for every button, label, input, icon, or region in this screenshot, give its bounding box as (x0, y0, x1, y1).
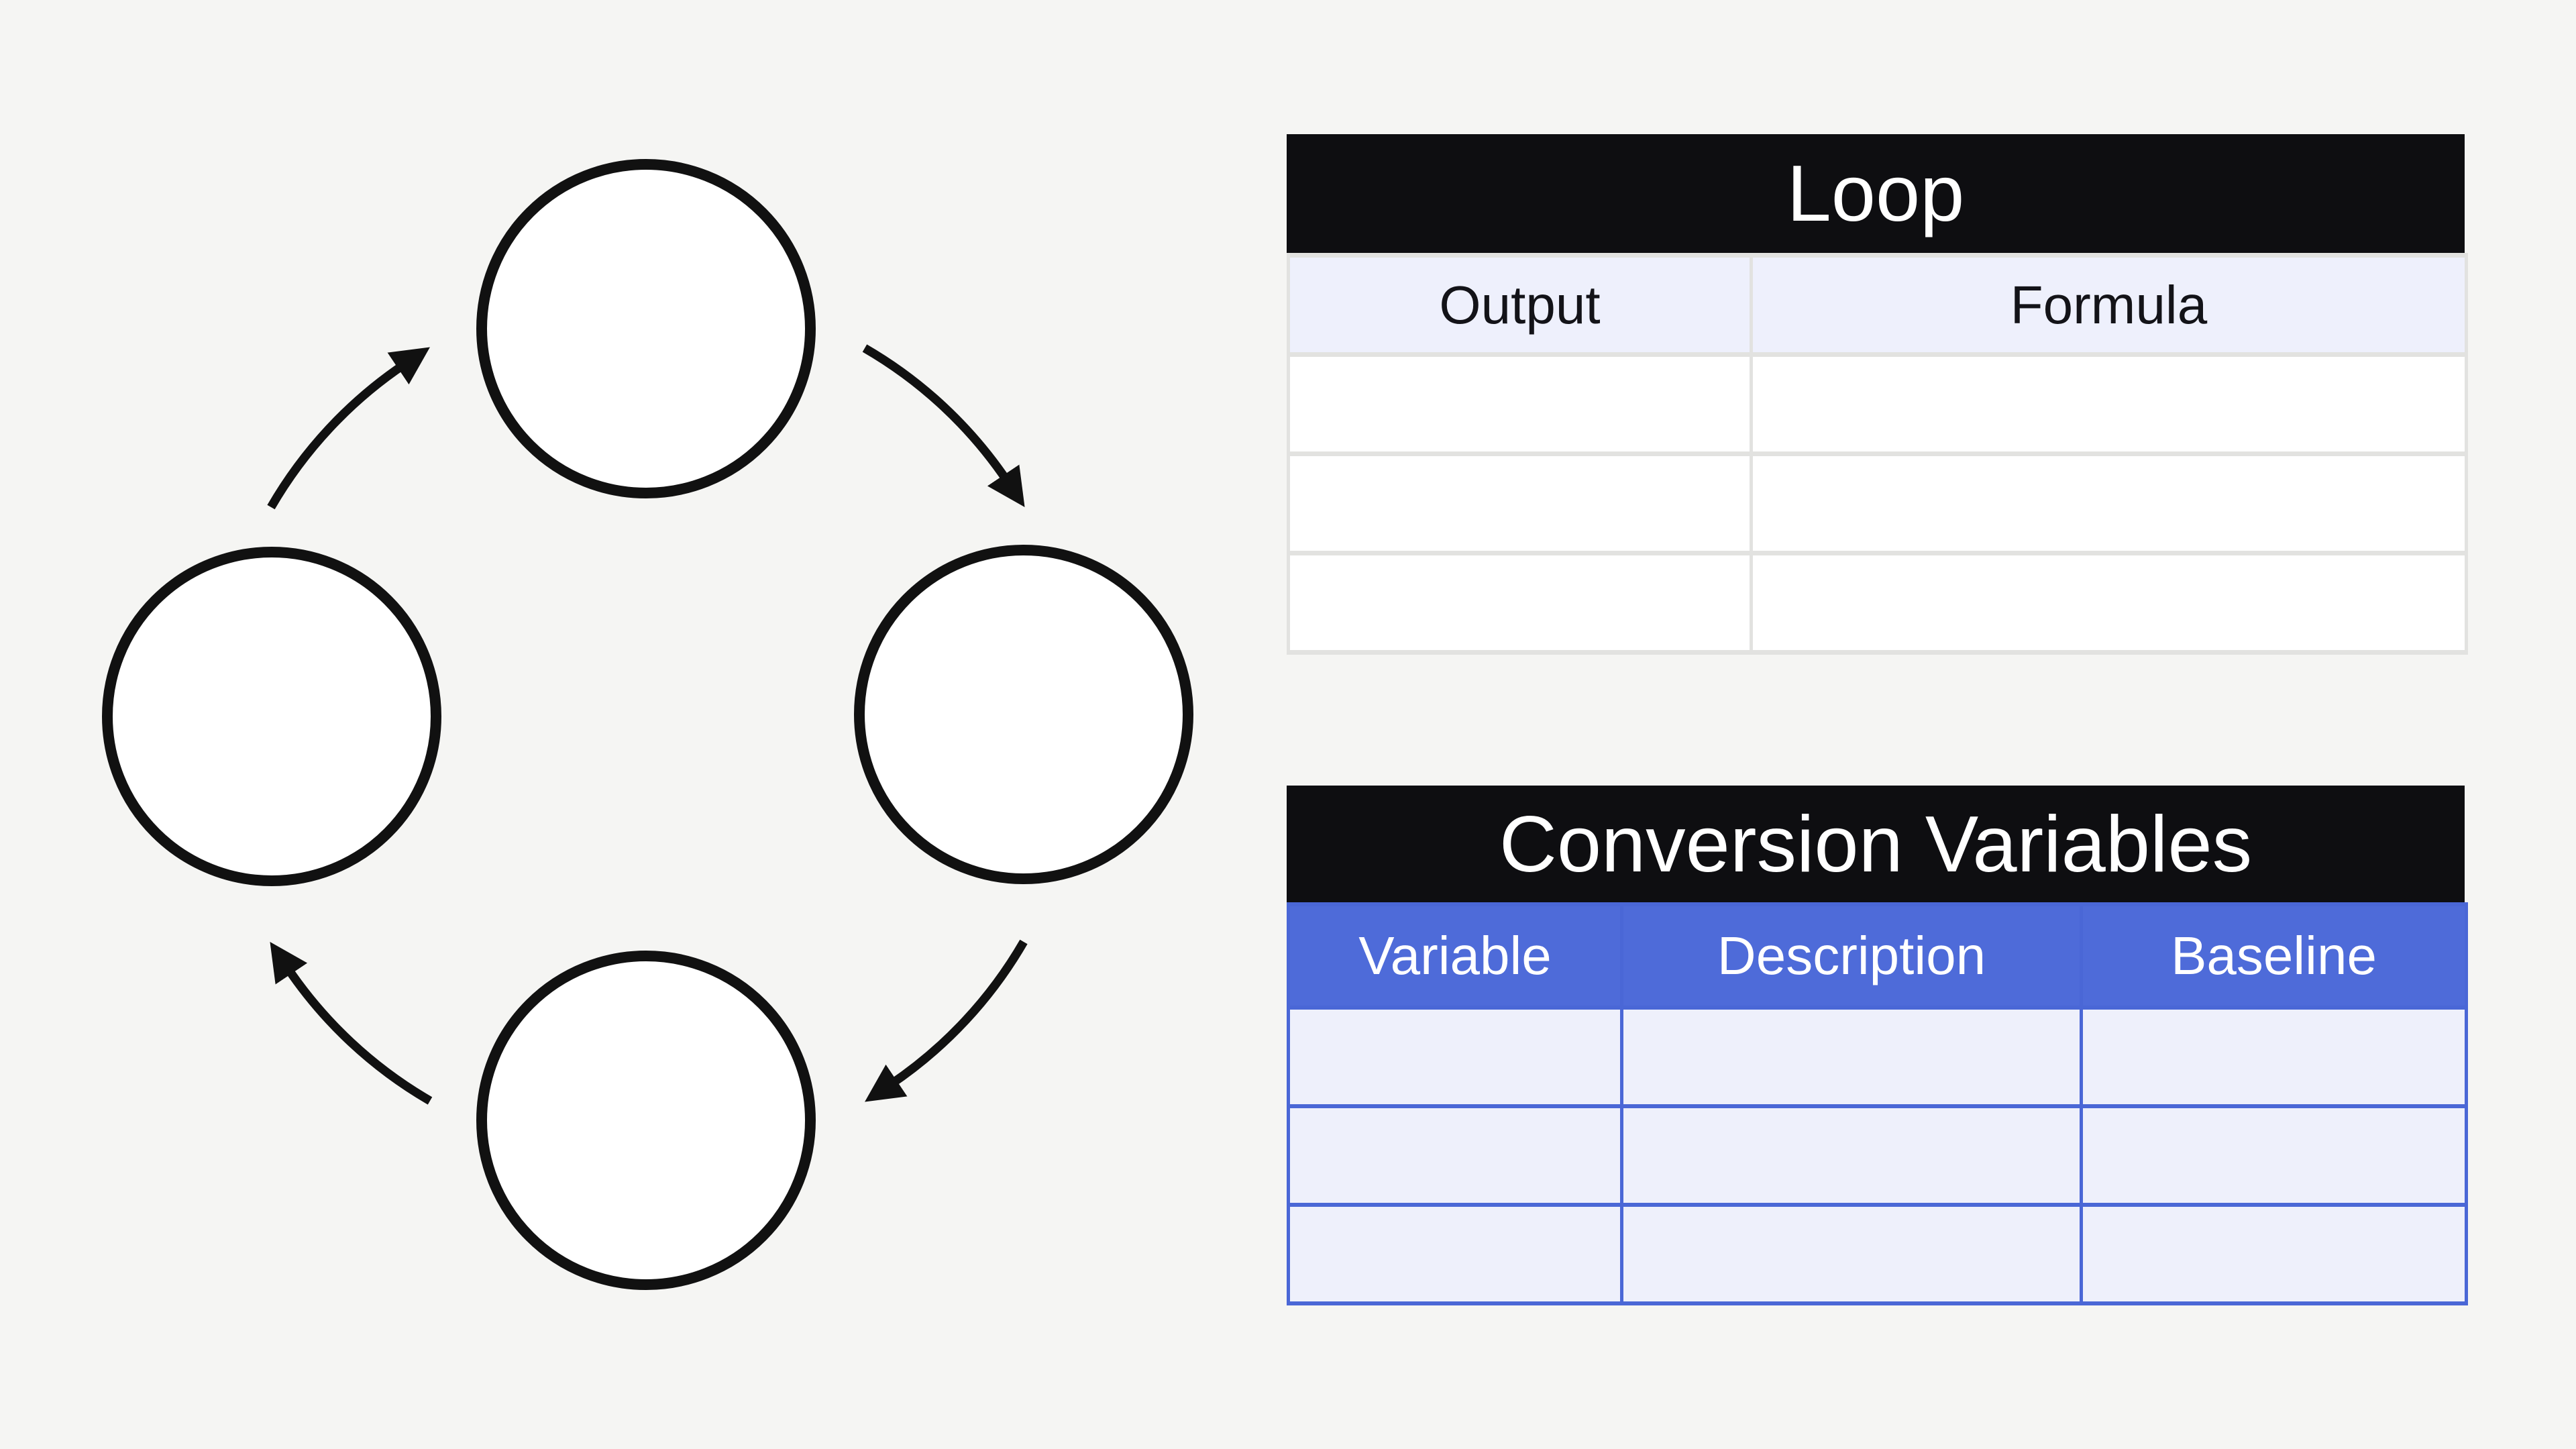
loop-table-grid: Output Formula (1287, 253, 2468, 655)
conversion-column-header-variable: Variable (1287, 902, 1623, 1010)
conversion-header-row: Variable Description Baseline (1287, 902, 2468, 1010)
loop-table-title: Loop (1287, 134, 2465, 253)
curved-arrow-top-to-right (862, 344, 1025, 507)
table-cell (1750, 451, 2468, 555)
loop-column-header-formula: Formula (1750, 253, 2468, 357)
table-row (1287, 1006, 2468, 1108)
loop-column-header-output: Output (1287, 253, 1753, 357)
table-cell (2080, 1006, 2468, 1108)
table-cell (1287, 1104, 1623, 1207)
cycle-node-right (854, 545, 1193, 884)
conversion-column-header-description: Description (1620, 902, 2083, 1010)
table-cell (1287, 352, 1753, 456)
table-cell (1287, 551, 1753, 655)
cycle-node-top (476, 159, 816, 498)
curved-arrow-bottom-to-left (270, 942, 433, 1105)
curved-arrow-left-to-top (267, 347, 430, 510)
table-cell (1287, 1006, 1623, 1108)
conversion-table-title-text: Conversion Variables (1499, 799, 2253, 889)
table-cell (1620, 1203, 2083, 1305)
cycle-node-left (102, 547, 441, 886)
table-row (1287, 352, 2468, 456)
table-row (1287, 1104, 2468, 1207)
loop-table-title-text: Loop (1786, 149, 1965, 238)
loop-table: Loop Output Formula (1287, 134, 2468, 655)
table-row (1287, 1203, 2468, 1305)
table-cell (2080, 1104, 2468, 1207)
table-cell (1287, 1203, 1623, 1305)
table-row (1287, 451, 2468, 555)
table-cell (2080, 1203, 2468, 1305)
table-cell (1620, 1006, 2083, 1108)
table-cell (1750, 551, 2468, 655)
table-cell (1750, 352, 2468, 456)
conversion-table-grid: Variable Description Baseline (1287, 902, 2468, 1305)
loop-header-row: Output Formula (1287, 253, 2468, 357)
cycle-diagram (102, 159, 1193, 1290)
conversion-column-header-baseline: Baseline (2080, 902, 2468, 1010)
table-row (1287, 551, 2468, 655)
table-cell (1287, 451, 1753, 555)
curved-arrow-right-to-bottom (865, 939, 1028, 1102)
cycle-node-bottom (476, 951, 816, 1290)
conversion-table-title: Conversion Variables (1287, 786, 2465, 902)
conversion-variables-table: Conversion Variables Variable Descriptio… (1287, 786, 2468, 1305)
table-cell (1620, 1104, 2083, 1207)
